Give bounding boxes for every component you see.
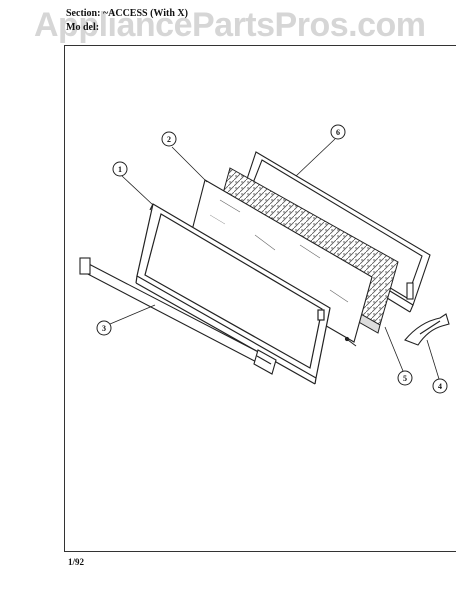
screw [344,336,357,347]
part-1-frame [135,203,331,385]
model-label: Mo del: [66,22,100,33]
callout-6: 6 [330,124,346,140]
callout-5: 5 [397,370,413,386]
footer-divider [64,551,456,552]
part-3-handle [79,257,277,375]
section-title: Section: ~ACCESS (With X) [66,8,188,19]
callout-4: 4 [432,378,448,394]
leader-lines [109,138,440,380]
part-2-glass [187,179,373,343]
svg-text:6: 6 [336,128,340,137]
svg-text:4: 4 [438,382,442,391]
footer-date: 1/92 [68,557,85,567]
part-4-clip [404,313,450,346]
svg-text:5: 5 [403,374,407,383]
callout-3: 3 [96,320,112,336]
callout-1: 1 [112,161,128,177]
page-frame [64,45,456,551]
svg-text:3: 3 [102,324,106,333]
callout-2: 2 [161,131,177,147]
svg-text:2: 2 [167,135,171,144]
svg-text:1: 1 [118,165,122,174]
